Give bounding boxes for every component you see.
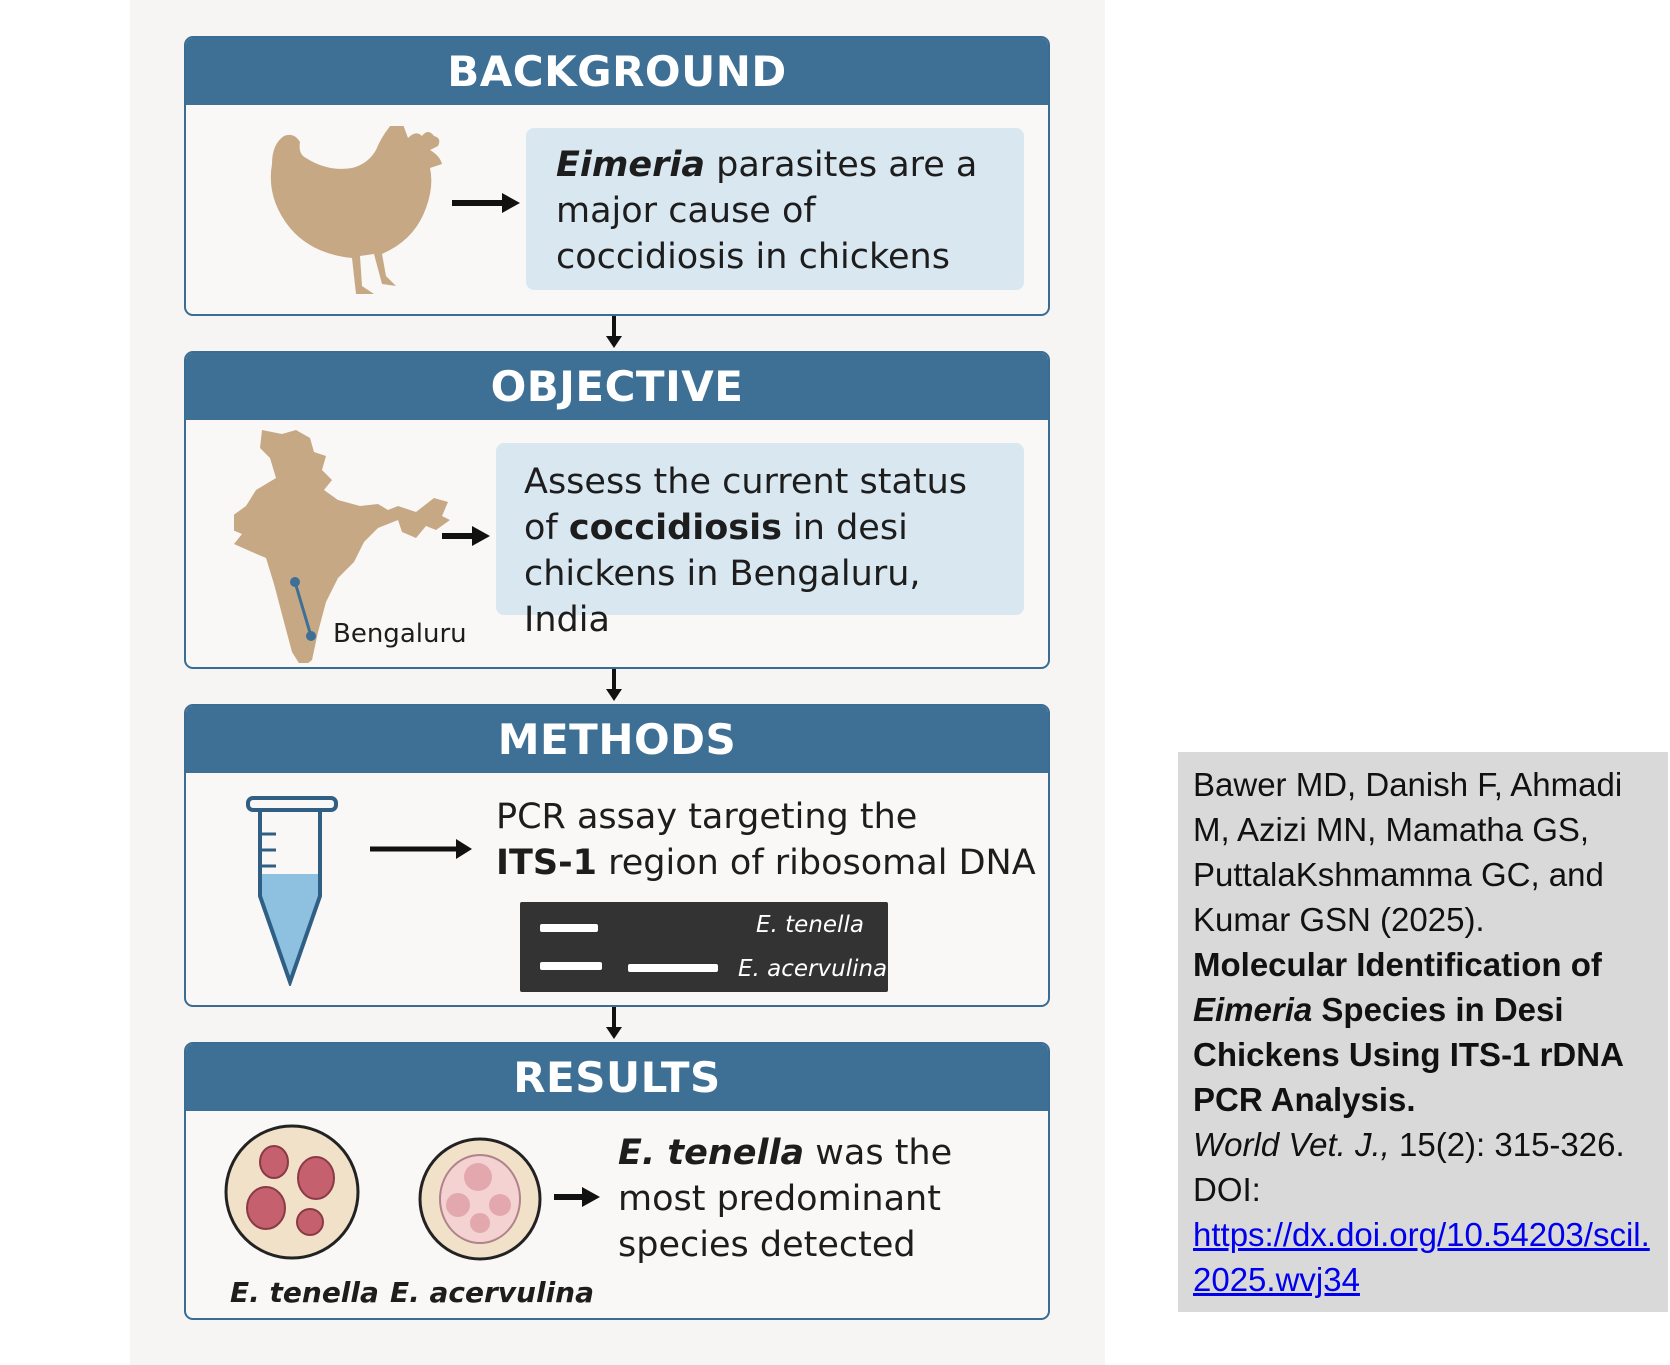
eimeria-term: Eimeria <box>556 145 705 185</box>
citation-authors: Bawer MD, Danish F, Ahmadi M, Azizi MN, … <box>1193 766 1623 938</box>
background-text-box: Eimeria parasites are a major cause of c… <box>526 128 1024 290</box>
objective-text-a: Assess the current status of <box>524 462 968 548</box>
citation-title-italic: Eimeria <box>1193 991 1313 1028</box>
gel-label-acervulina: E. acervulina <box>738 956 888 982</box>
india-map-icon <box>234 430 450 663</box>
coccidiosis-term: coccidiosis <box>568 508 782 548</box>
citation-box: Bawer MD, Danish F, Ahmadi M, Azizi MN, … <box>1178 752 1668 1312</box>
background-section: BACKGROUND Eimeria parasites are a major… <box>184 36 1050 316</box>
methods-text: PCR assay targeting the ITS-1 region of … <box>496 794 1036 886</box>
e-tenella-oocyst-icon <box>224 1124 360 1260</box>
methods-text-a: PCR assay targeting the <box>496 797 918 837</box>
arrow-right-icon <box>370 839 472 859</box>
gel-band <box>628 964 718 972</box>
e-acervulina-oocyst-icon <box>418 1137 542 1261</box>
arrow-down-icon <box>606 316 622 348</box>
arrow-right-icon <box>452 193 520 213</box>
results-section: RESULTS E. tenella was the most predomin… <box>184 1042 1050 1320</box>
results-header: RESULTS <box>186 1044 1048 1111</box>
methods-header: METHODS <box>186 706 1048 773</box>
results-text-rest: was the most predominant species detecte… <box>618 1133 953 1265</box>
arrow-right-icon <box>442 526 490 546</box>
citation-volume: 15(2): 315-326. <box>1389 1126 1625 1163</box>
objective-header: OBJECTIVE <box>186 353 1048 420</box>
map-label: Bengaluru <box>333 619 467 649</box>
objective-text-b: in desi chickens in Bengaluru, India <box>524 508 921 640</box>
e-tenella-label: E. tenella <box>230 1276 379 1309</box>
test-tube-icon <box>246 796 338 986</box>
citation-title-b: Species in Desi Chickens Using ITS-1 rDN… <box>1193 991 1623 1118</box>
citation-doi-label: DOI: <box>1193 1171 1261 1208</box>
objective-section: OBJECTIVE Bengaluru Assess the current s… <box>184 351 1050 669</box>
methods-section: METHODS PCR assay targeting the ITS-1 re… <box>184 704 1050 1007</box>
gel-label-tenella: E. tenella <box>756 912 864 938</box>
background-text: parasites are a major cause of coccidios… <box>556 145 978 277</box>
chicken-icon <box>270 126 442 294</box>
results-text: E. tenella was the most predominant spec… <box>618 1130 1018 1268</box>
methods-text-b: region of ribosomal DNA <box>596 843 1036 883</box>
arrow-down-icon <box>606 1007 622 1039</box>
e-tenella-term: E. tenella <box>618 1133 805 1173</box>
gel-image: E. tenella E. acervulina <box>520 902 888 992</box>
arrow-right-icon <box>554 1187 600 1207</box>
e-acervulina-label: E. acervulina <box>390 1276 595 1309</box>
citation-title-a: Molecular Identification of <box>1193 946 1602 983</box>
arrow-down-icon <box>606 669 622 701</box>
citation-doi-link[interactable]: https://dx.doi.org/10.54203/scil.2025.wv… <box>1193 1216 1650 1298</box>
its1-term: ITS-1 <box>496 843 597 883</box>
background-header: BACKGROUND <box>186 38 1048 105</box>
gel-band <box>540 924 598 932</box>
objective-text-box: Assess the current status of coccidiosis… <box>496 443 1024 640</box>
gel-band <box>540 962 602 970</box>
citation-journal: World Vet. J., <box>1193 1126 1390 1163</box>
